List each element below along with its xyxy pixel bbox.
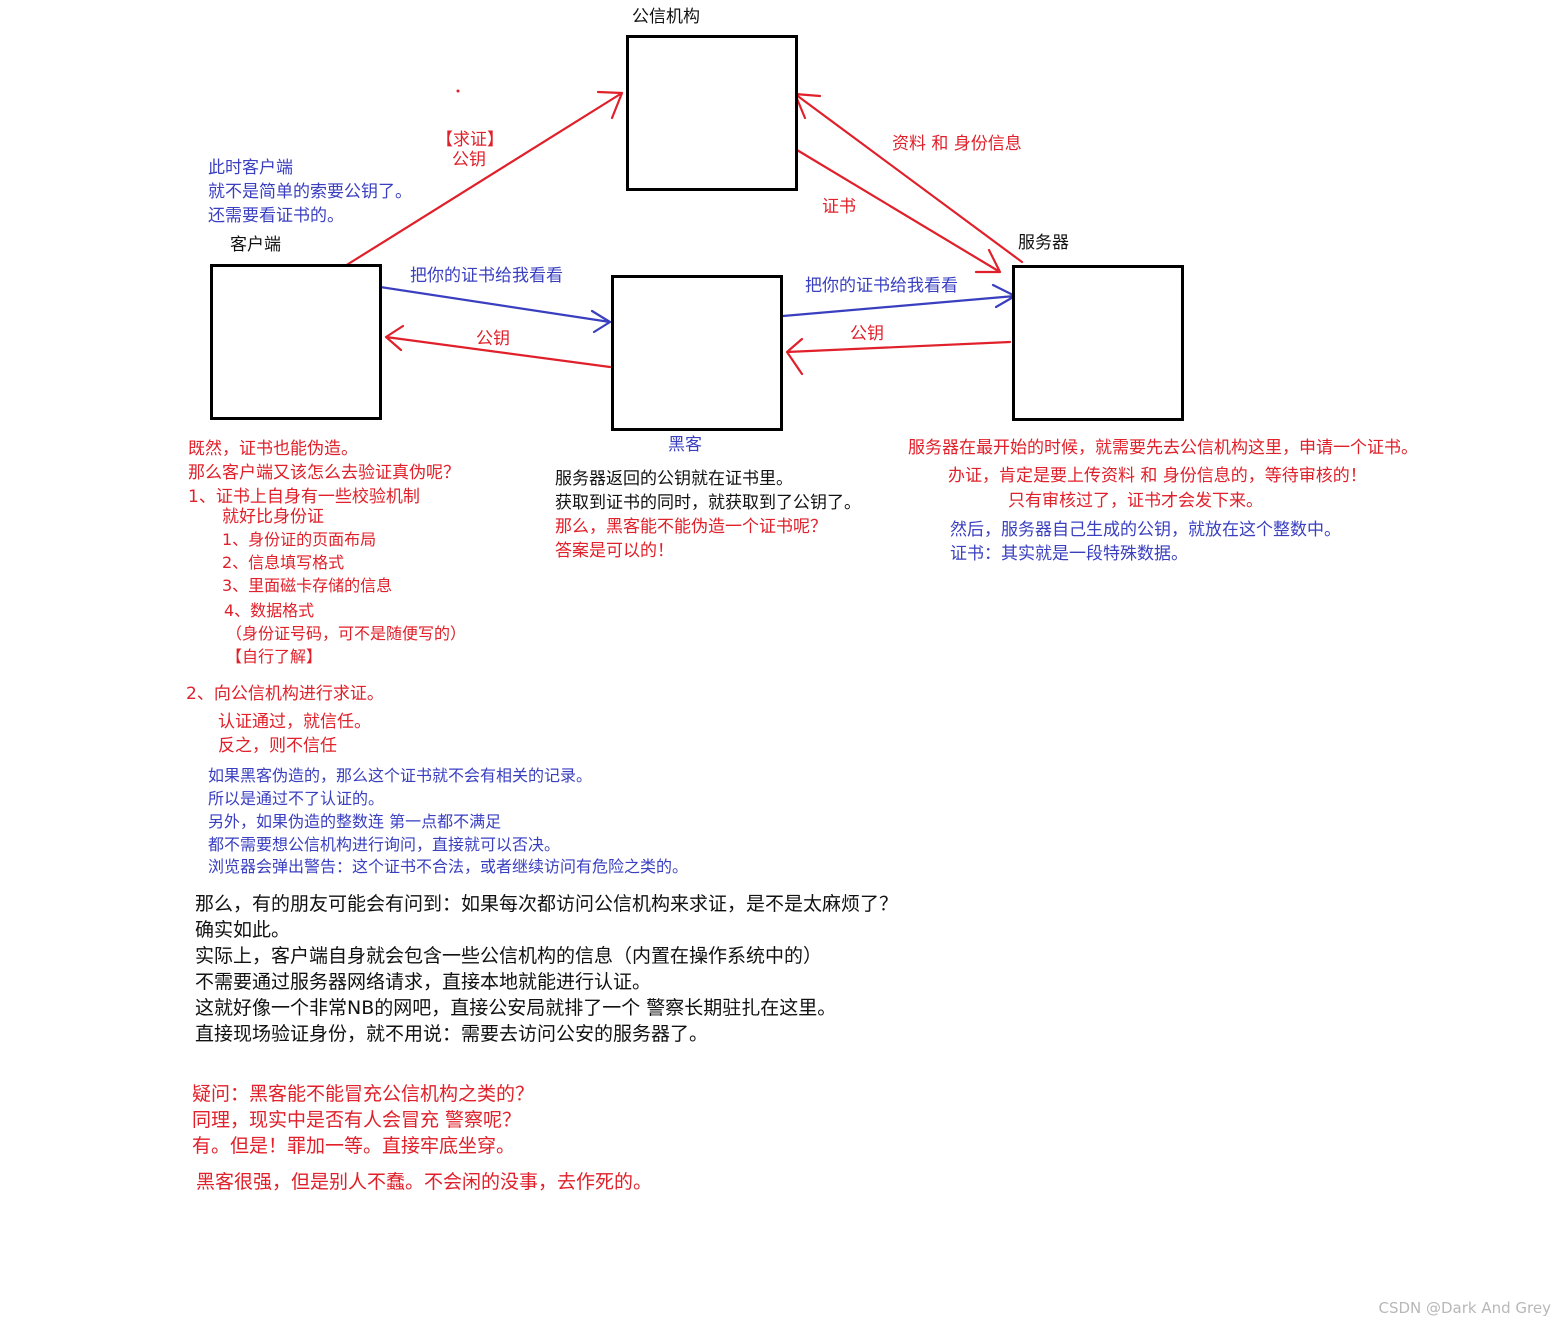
- verify-blue-line: 浏览器会弹出警告：这个证书不合法，或者继续访问有危险之类的。: [208, 857, 689, 876]
- faq-line: 那么，有的朋友可能会有问到：如果每次都访问公信机构来求证，是不是太麻烦了？: [195, 893, 899, 915]
- hacker-note-line: 那么，黑客能不能伪造一个证书呢？: [555, 517, 827, 537]
- verify-line: 4、数据格式: [224, 601, 315, 620]
- arrow-hacker-to-client: [384, 324, 612, 369]
- edge-label-client-ca-key: 公钥: [452, 150, 486, 170]
- verify-line: 那么客户端又该怎么去验证真伪呢？: [188, 463, 460, 483]
- faq-line: 实际上，客户端自身就会包含一些公信机构的信息（内置在操作系统中的）: [195, 945, 823, 967]
- server-note-line: 办证，肯定是要上传资料 和 身份信息的，等待审核的！: [948, 466, 1367, 486]
- edge-label-server-to-hacker: 公钥: [850, 324, 884, 344]
- arrow-client-to-hacker: [378, 285, 612, 334]
- server-label: 服务器: [1018, 233, 1069, 253]
- doubt-line: 同理，现实中是否有人会冒充 警察呢？: [192, 1109, 522, 1131]
- arrow-server-to-ca: [793, 92, 1024, 264]
- client-note-1: 此时客户端: [208, 158, 293, 178]
- verify-line: 2、向公信机构进行求证。: [186, 684, 384, 704]
- hacker-label: 黑客: [668, 435, 702, 455]
- edge-label-hacker-to-client: 公钥: [476, 329, 510, 349]
- verify-line: 1、证书上自身有一些校验机制: [188, 487, 420, 507]
- verify-line: 就好比身份证: [222, 507, 324, 527]
- server-note-line: 服务器在最开始的时候，就需要先去公信机构这里，申请一个证书。: [908, 438, 1418, 458]
- verify-line: （身份证号码，可不是随便写的）: [226, 624, 467, 643]
- hacker-note-line: 服务器返回的公钥就在证书里。: [555, 469, 793, 489]
- verify-line: 1、身份证的页面布局: [222, 530, 377, 549]
- arrow-client-to-ca: [343, 90, 624, 268]
- hacker-box: [611, 275, 783, 431]
- arrow-hacker-to-server: [781, 283, 1017, 318]
- client-box: [210, 264, 382, 420]
- edge-label-ca-to-server: 证书: [822, 197, 856, 217]
- server-box: [1012, 265, 1184, 421]
- server-note-line: 只有审核过了，证书才会发下来。: [1008, 491, 1263, 511]
- server-note-line: 然后，服务器自己生成的公钥，就放在这个整数中。: [950, 520, 1341, 540]
- hacker-note-line: 答案是可以的！: [555, 541, 674, 561]
- client-note-2: 就不是简单的索要公钥了。: [208, 182, 412, 202]
- ca-box: [626, 35, 798, 191]
- stray-dot: [456, 89, 460, 93]
- hacker-note-line: 获取到证书的同时，就获取到了公钥了。: [555, 493, 861, 513]
- doubt-line: 黑客很强，但是别人不蠢。不会闲的没事，去作死的。: [196, 1171, 653, 1193]
- verify-line: 反之，则不信任: [218, 736, 337, 756]
- verify-line: 2、信息填写格式: [222, 553, 345, 572]
- client-note-3: 还需要看证书的。: [208, 206, 344, 226]
- edge-label-server-to-ca: 资料 和 身份信息: [892, 134, 1022, 154]
- watermark: CSDN @Dark And Grey: [1378, 1299, 1551, 1317]
- edge-label-qiuzheng: 【求证】: [436, 130, 504, 150]
- verify-line: 认证通过，就信任。: [218, 712, 371, 732]
- verify-blue-line: 所以是通过不了认证的。: [208, 789, 385, 808]
- arrow-server-to-hacker: [785, 337, 1012, 376]
- faq-line: 直接现场验证身份，就不用说：需要去访问公安的服务器了。: [195, 1023, 709, 1045]
- verify-blue-line: 另外，如果伪造的整数连 第一点都不满足: [208, 812, 502, 831]
- verify-line: 3、里面磁卡存储的信息: [222, 576, 393, 595]
- ca-label: 公信机构: [632, 7, 700, 27]
- arrow-ca-to-server: [795, 148, 1002, 274]
- client-label: 客户端: [230, 235, 281, 255]
- doubt-line: 有。但是！罪加一等。直接牢底坐穿。: [192, 1135, 516, 1157]
- faq-line: 这就好像一个非常NB的网吧，直接公安局就排了一个 警察长期驻扎在这里。: [195, 997, 837, 1019]
- verify-line: 【自行了解】: [226, 647, 323, 666]
- faq-line: 确实如此。: [195, 919, 291, 941]
- faq-line: 不需要通过服务器网络请求，直接本地就能进行认证。: [195, 971, 652, 993]
- doubt-line: 疑问：黑客能不能冒充公信机构之类的？: [192, 1083, 535, 1105]
- server-note-line: 证书：其实就是一段特殊数据。: [950, 544, 1188, 564]
- edge-label-client-to-hacker: 把你的证书给我看看: [410, 266, 563, 286]
- verify-blue-line: 都不需要想公信机构进行询问，直接就可以否决。: [208, 835, 561, 854]
- edge-label-hacker-to-server: 把你的证书给我看看: [805, 276, 958, 296]
- verify-blue-line: 如果黑客伪造的，那么这个证书就不会有相关的记录。: [208, 766, 593, 785]
- verify-line: 既然，证书也能伪造。: [188, 439, 358, 459]
